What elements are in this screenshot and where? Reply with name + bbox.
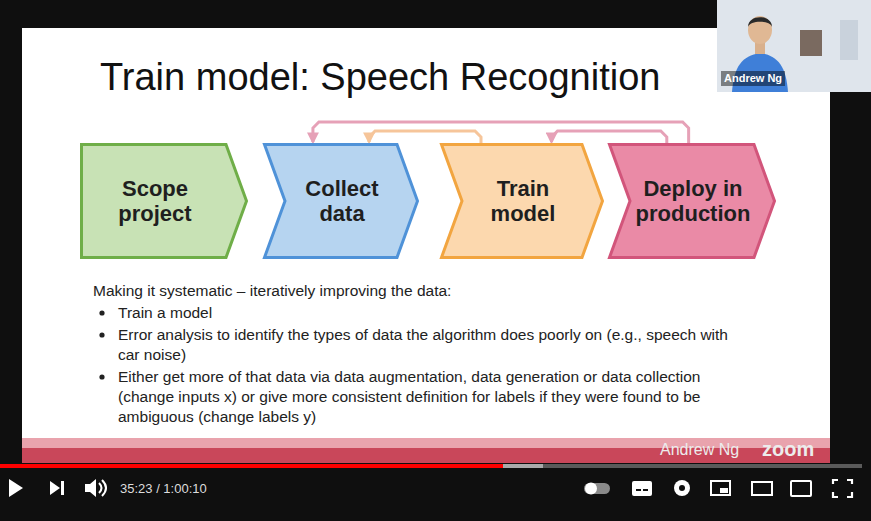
bullet-dot (99, 332, 104, 337)
process-chevron: Scope project (80, 143, 248, 259)
volume-wave (102, 480, 106, 496)
autoplay-knob (585, 483, 597, 495)
subtitles-icon (632, 481, 652, 496)
process-chevron: Collect data (263, 143, 419, 259)
slide-ground (22, 28, 830, 440)
slide-title: Train model: Speech Recognition (100, 56, 660, 100)
autoplay-toggle (584, 483, 610, 494)
settings-gear-hole (679, 485, 685, 491)
person-hair (748, 17, 772, 27)
bullet-heading: Making it systematic – iteratively impro… (93, 281, 813, 301)
wall-door (840, 20, 858, 60)
play-icon (9, 479, 23, 497)
person-head (748, 16, 772, 44)
webcam-name: Andrew Ng (721, 71, 785, 86)
progress-bar (0, 464, 862, 468)
volume-wave (99, 483, 102, 493)
fullscreen-icon (833, 480, 852, 497)
zoom-name-watermark: Andrew Ng (660, 440, 739, 460)
process-chevron: Train model (440, 143, 604, 259)
wall-picture (800, 30, 822, 56)
next-icon (50, 481, 60, 495)
chevron-outline (82, 145, 247, 258)
process-label: Collect data (291, 176, 393, 227)
process-chevron: Deploy in production (608, 143, 776, 259)
settings-gear (674, 480, 690, 496)
miniplayer-icon (711, 481, 730, 495)
process-label: Scope project (88, 176, 222, 227)
chevron-outline (610, 145, 775, 258)
bullet-dots (99, 310, 104, 379)
miniplayer-inner (720, 488, 728, 493)
bullet-text: Train a model (118, 303, 738, 323)
bullet-dot (99, 310, 104, 315)
bullet-text: Error analysis to identify the types of … (118, 325, 733, 365)
zoom-watermark: zoom (762, 437, 814, 461)
subtitles-line (643, 489, 648, 491)
process-label: Deploy in production (636, 176, 751, 227)
progress-buffer (503, 464, 543, 468)
volume-icon (85, 479, 96, 497)
webcam-thumbnail (717, 0, 871, 92)
feedback-arrow (369, 131, 481, 143)
bullet-dot (99, 374, 104, 379)
progress-track (0, 464, 862, 468)
webcam-ground (717, 0, 871, 92)
progress-played (0, 464, 503, 468)
feedback-arrow (552, 131, 667, 143)
next-icon-bar (61, 481, 64, 495)
chevron-outline (442, 145, 603, 258)
theater-icon (752, 482, 772, 495)
bullet-text: Either get more of that data via data au… (118, 367, 743, 427)
video-time: 35:23 / 1:00:10 (120, 479, 207, 499)
cast-icon (791, 481, 811, 496)
subtitles-line (636, 489, 641, 491)
process-label: Train model (468, 176, 578, 227)
feedback-arrow (313, 122, 689, 143)
chevron-outline (265, 145, 418, 258)
